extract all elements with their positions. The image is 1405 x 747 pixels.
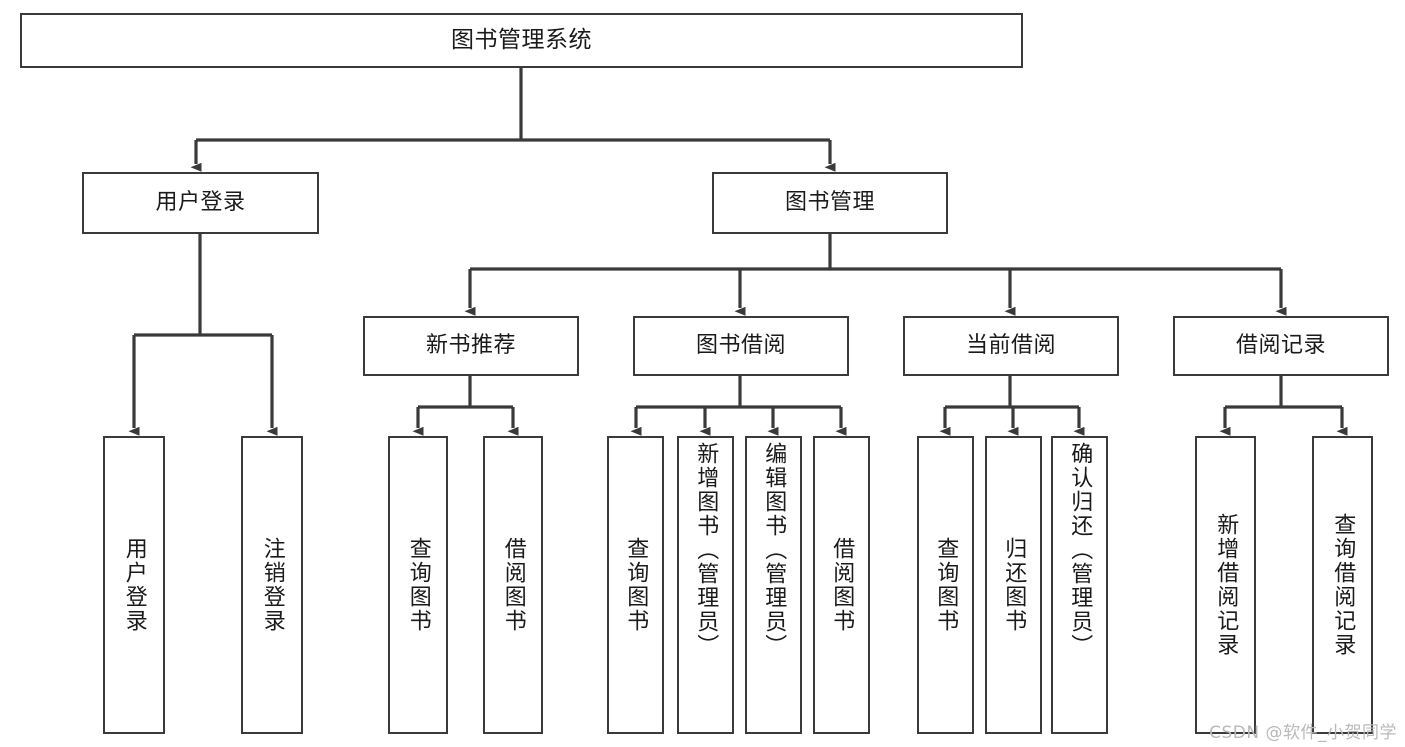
node-leaf-query-book-3-label: 查询图书 — [933, 537, 959, 633]
node-leaf-confirm-return-label: 确认归还（管理员） — [1067, 442, 1093, 658]
node-leaf-user-logout[interactable]: 注销登录 — [241, 436, 303, 734]
node-leaf-borrow-book-1[interactable]: 借阅图书 — [483, 436, 543, 734]
node-leaf-borrow-book-2[interactable]: 借阅图书 — [813, 436, 870, 734]
node-leaf-confirm-return[interactable]: 确认归还（管理员） — [1051, 436, 1108, 734]
node-current-borrow-label: 当前借阅 — [965, 332, 1056, 358]
node-book-manage[interactable]: 图书管理 — [712, 172, 948, 234]
csdn-watermark: CSDN @软件_小贺同学 — [1209, 723, 1397, 743]
node-leaf-query-borrow-record[interactable]: 查询借阅记录 — [1312, 436, 1373, 734]
node-leaf-edit-book[interactable]: 编辑图书（管理员） — [745, 436, 802, 734]
node-leaf-return-book[interactable]: 归还图书 — [985, 436, 1042, 734]
node-book-manage-label: 图书管理 — [784, 189, 875, 215]
node-leaf-query-book-1-label: 查询图书 — [405, 537, 431, 633]
node-leaf-query-book-2[interactable]: 查询图书 — [607, 436, 664, 734]
node-book-borrow-label: 图书借阅 — [695, 332, 786, 358]
node-leaf-add-book[interactable]: 新增图书（管理员） — [677, 436, 734, 734]
node-borrow-record-label: 借阅记录 — [1235, 332, 1326, 358]
node-current-borrow[interactable]: 当前借阅 — [903, 316, 1119, 376]
node-new-book-rec-label: 新书推荐 — [425, 332, 516, 358]
node-user-login-label: 用户登录 — [155, 189, 246, 215]
node-leaf-query-book-3[interactable]: 查询图书 — [917, 436, 974, 734]
node-leaf-add-borrow-record-label: 新增借阅记录 — [1213, 513, 1239, 657]
node-leaf-borrow-book-2-label: 借阅图书 — [829, 537, 855, 633]
node-book-borrow[interactable]: 图书借阅 — [633, 316, 849, 376]
node-leaf-edit-book-label: 编辑图书（管理员） — [761, 442, 787, 658]
node-leaf-add-borrow-record[interactable]: 新增借阅记录 — [1195, 436, 1256, 734]
node-leaf-return-book-label: 归还图书 — [1001, 537, 1027, 633]
node-leaf-query-borrow-record-label: 查询借阅记录 — [1330, 513, 1356, 657]
node-leaf-user-logout-label: 注销登录 — [259, 537, 285, 633]
node-user-login[interactable]: 用户登录 — [82, 172, 319, 234]
node-leaf-borrow-book-1-label: 借阅图书 — [500, 537, 526, 633]
node-new-book-rec[interactable]: 新书推荐 — [363, 316, 579, 376]
node-leaf-user-login[interactable]: 用户登录 — [103, 436, 165, 734]
node-borrow-record[interactable]: 借阅记录 — [1173, 316, 1389, 376]
node-leaf-user-login-label: 用户登录 — [121, 537, 147, 633]
node-leaf-add-book-label: 新增图书（管理员） — [693, 442, 719, 658]
node-leaf-query-book-1[interactable]: 查询图书 — [388, 436, 448, 734]
node-root-label: 图书管理系统 — [451, 26, 592, 53]
node-leaf-query-book-2-label: 查询图书 — [623, 537, 649, 633]
node-root[interactable]: 图书管理系统 — [20, 13, 1023, 68]
